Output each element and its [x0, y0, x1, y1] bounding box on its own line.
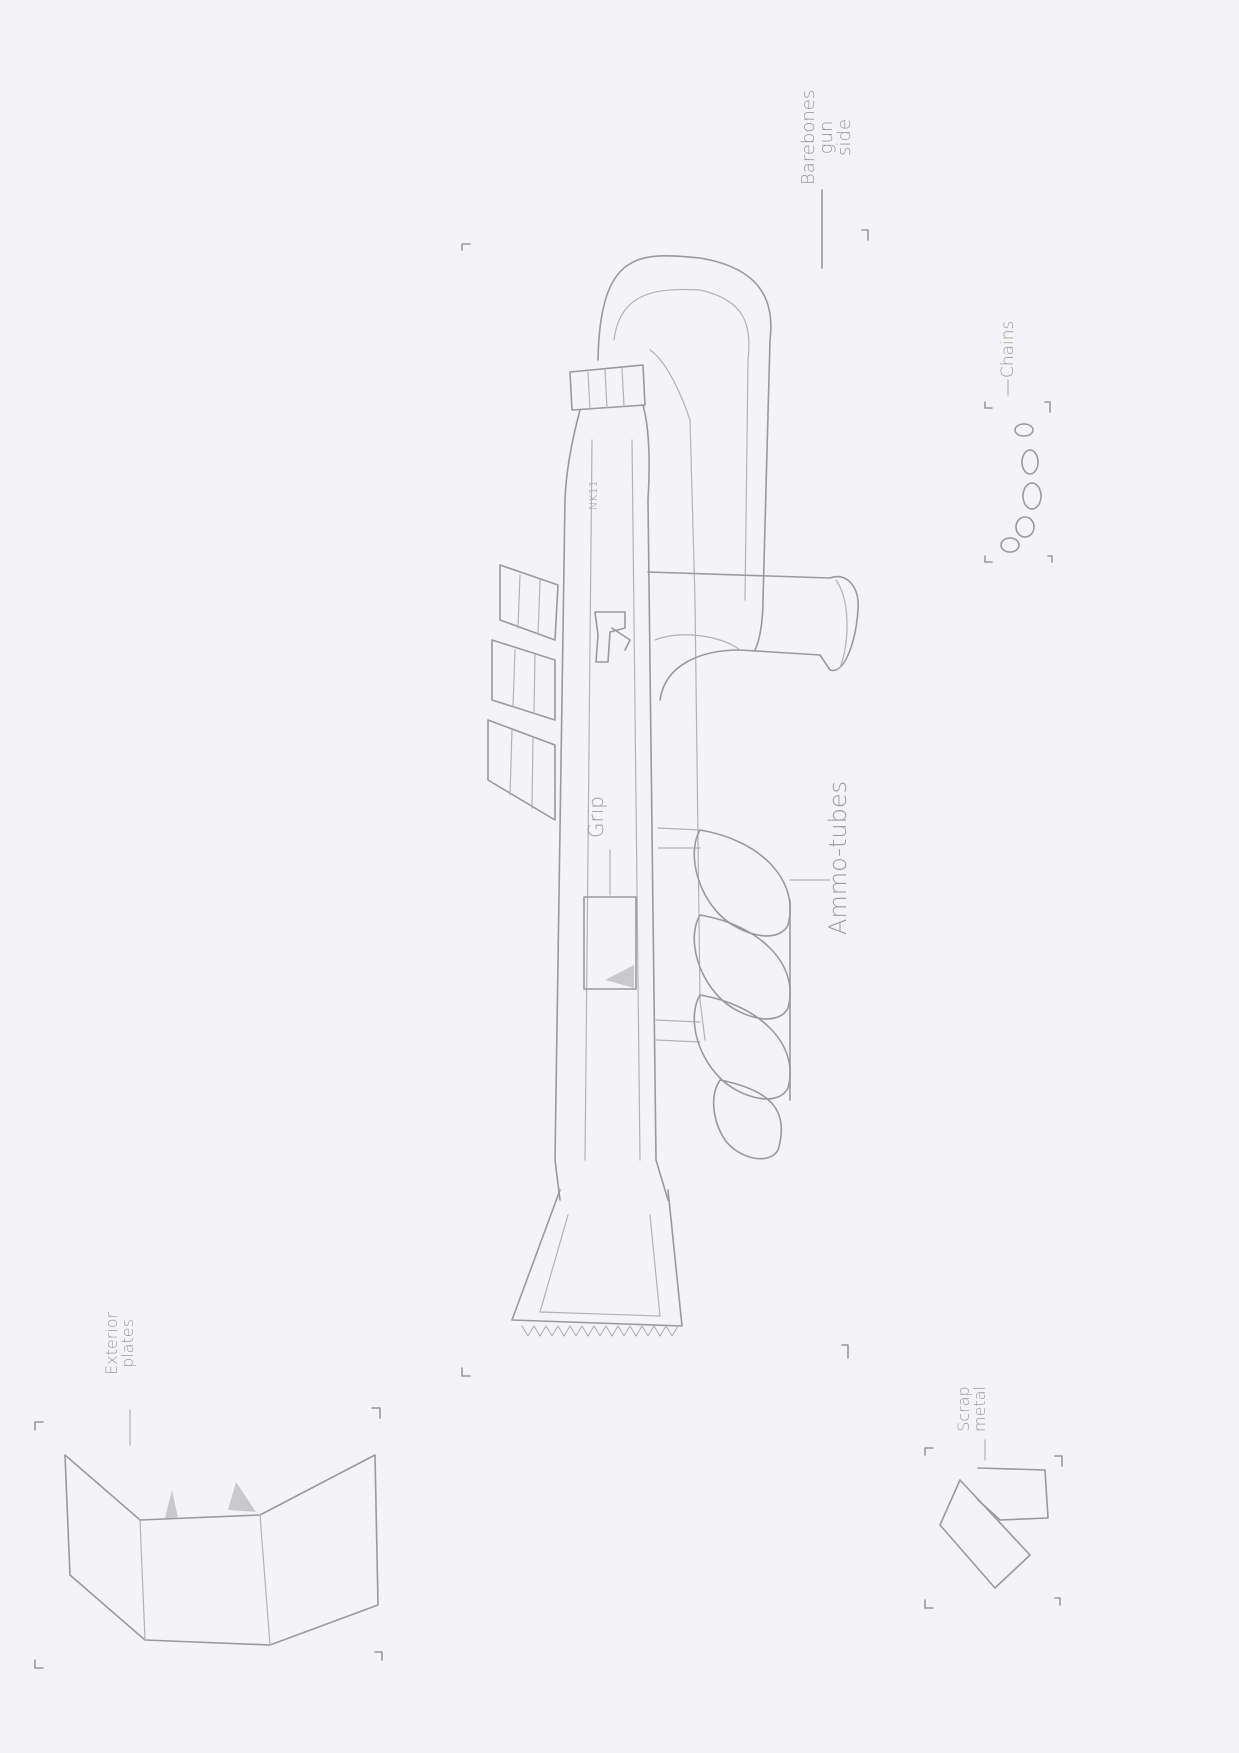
gun-frame-brackets — [462, 230, 868, 1376]
grip-label: Grip — [586, 796, 606, 838]
scrap-metal-group — [925, 1440, 1062, 1608]
gun-collar — [570, 365, 645, 410]
ammo-tubes-text: Ammo-tubes — [826, 781, 850, 935]
scrap-metal-label: Scrap metal — [956, 1386, 988, 1432]
gun-main-body — [555, 410, 580, 1200]
title-line-3: side — [836, 90, 854, 185]
title-label: Barebones gun side — [800, 90, 854, 185]
exterior-plates-group — [35, 1408, 382, 1668]
exterior-plate-shape — [65, 1455, 378, 1645]
chain-links — [1001, 424, 1041, 552]
ammo-tubes-label: Ammo-tubes — [826, 781, 850, 935]
exterior-line-2: plates — [120, 1312, 136, 1375]
scrap-piece-2 — [978, 1468, 1048, 1520]
gun-stock — [512, 1190, 682, 1326]
barrel-marking-text: NK11 — [588, 481, 599, 510]
gun-mechanism — [595, 612, 630, 662]
chains-text: Chains — [1000, 321, 1017, 378]
gun-panel — [584, 897, 636, 989]
chains-group — [985, 380, 1052, 562]
gun-drawing — [488, 256, 858, 1336]
chains-label: Chains — [1000, 321, 1017, 378]
gun-side-plates — [488, 565, 558, 820]
barrel-marking: NK11 — [588, 481, 599, 510]
gun-stock-teeth — [522, 1326, 678, 1336]
exterior-plates-label: Exterior plates — [104, 1312, 136, 1375]
gun-handle-tube — [648, 572, 858, 700]
grip-text: Grip — [586, 796, 606, 838]
scrap-line-2: metal — [972, 1386, 988, 1432]
ammo-tube-capsules — [694, 830, 790, 1159]
scrap-piece-1 — [940, 1480, 1030, 1588]
